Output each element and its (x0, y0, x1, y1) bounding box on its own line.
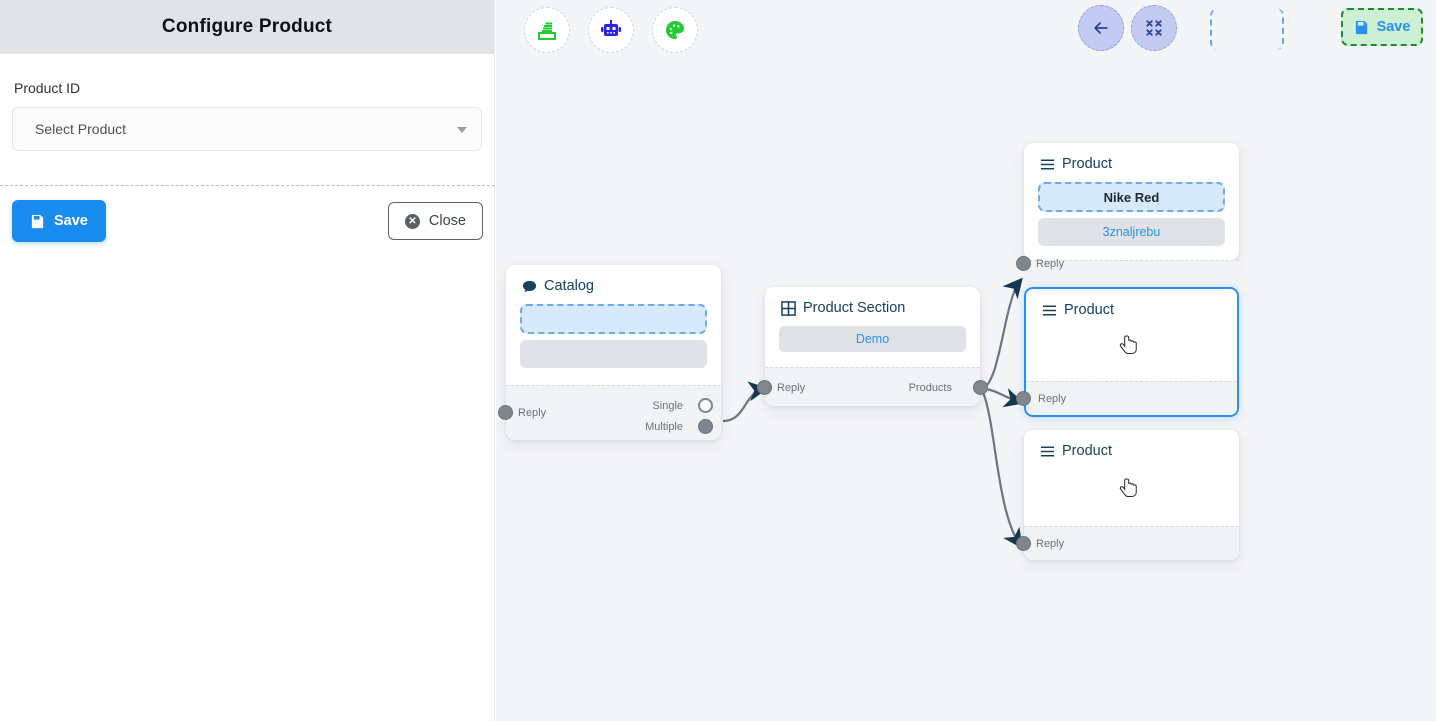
flow-canvas[interactable]: Save Catalog Reply Single Multiple (496, 0, 1436, 721)
canvas-save-button[interactable]: Save (1341, 8, 1423, 46)
panel-actions: Save ✕ Close (0, 200, 495, 242)
port-label-reply: Reply (1036, 538, 1065, 550)
node-product-section[interactable]: Product Section Demo Reply Products (757, 287, 988, 406)
robot-icon (601, 20, 621, 36)
node-product-1-footer: Reply (1016, 256, 1239, 288)
node-product-1-title: Product (1062, 156, 1112, 172)
save-button[interactable]: Save (12, 200, 106, 242)
panel-body: Product ID Select Product (0, 54, 494, 151)
chat-bubble-icon (522, 280, 537, 292)
port-label-reply: Reply (1038, 393, 1067, 405)
compress-icon (1146, 20, 1162, 36)
node-catalog[interactable]: Catalog Reply Single Multiple (498, 265, 721, 440)
node-product-3-header: Product (1024, 430, 1239, 463)
edge-section-to-product-2 (981, 386, 1025, 408)
stack-tool-button[interactable] (524, 7, 570, 53)
list-icon (1040, 159, 1055, 169)
product-id-select-value: Select Product (35, 121, 127, 137)
port-label-reply: Reply (777, 382, 806, 394)
section-demo-chip[interactable]: Demo (779, 326, 966, 352)
floppy-disk-icon (31, 214, 44, 228)
palette-icon (666, 20, 684, 39)
close-button[interactable]: ✕ Close (387, 202, 483, 240)
product-id-select[interactable]: Select Product (12, 107, 482, 151)
port-label-products: Products (908, 382, 952, 394)
port-products[interactable] (973, 380, 988, 395)
port-reply-section[interactable] (757, 380, 772, 395)
catalog-option-box[interactable] (520, 340, 707, 368)
node-product-3-title: Product (1062, 443, 1112, 459)
list-icon (1042, 305, 1057, 315)
port-single[interactable] (698, 398, 713, 413)
page-title: Configure Product (161, 16, 333, 37)
node-product-3[interactable]: Product Reply (1016, 430, 1239, 560)
canvas-save-label: Save (1376, 19, 1411, 35)
empty-toolbar-slot[interactable] (1210, 8, 1284, 50)
back-button[interactable] (1078, 5, 1124, 51)
catalog-message-box[interactable] (520, 304, 707, 334)
node-product-1-header: Product (1024, 143, 1239, 176)
node-product-section-header: Product Section (765, 287, 980, 320)
node-catalog-footer: Reply Single Multiple (498, 385, 721, 440)
port-label-reply: Reply (518, 407, 547, 419)
port-reply-product-3[interactable] (1016, 536, 1031, 551)
node-product-1-body: Nike Red 3znaljrebu (1024, 176, 1239, 260)
port-reply-product-2[interactable] (1016, 391, 1031, 406)
save-button-label: Save (54, 213, 88, 229)
node-product-2-body (1026, 322, 1237, 374)
product-1-option-chip[interactable]: 3znaljrebu (1038, 218, 1225, 246)
node-product-2-title: Product (1064, 302, 1114, 318)
close-button-label: Close (428, 213, 466, 229)
node-product-2-footer: Reply (1016, 381, 1237, 415)
node-product-3-body (1024, 463, 1239, 515)
grid-icon (781, 300, 796, 316)
node-catalog-body (506, 298, 721, 382)
port-reply-catalog[interactable] (498, 405, 513, 420)
circle-x-icon: ✕ (404, 213, 420, 229)
robot-tool-button[interactable] (588, 7, 634, 53)
product-id-label: Product ID (14, 80, 81, 96)
edge-section-to-product-3 (981, 389, 1023, 549)
panel-divider (0, 185, 495, 186)
node-catalog-header: Catalog (506, 265, 721, 298)
product-1-name-chip[interactable]: Nike Red (1038, 182, 1225, 212)
configure-product-panel: Configure Product Product ID Select Prod… (0, 0, 495, 721)
node-product-2[interactable]: Product Reply (1016, 287, 1239, 417)
node-product-1[interactable]: Product Nike Red 3znaljrebu Reply (1016, 143, 1239, 288)
node-product-2-header: Product (1026, 289, 1237, 322)
node-product-3-footer: Reply (1016, 526, 1239, 560)
edge-catalog-to-section (722, 381, 769, 423)
stack-icon (538, 22, 556, 40)
panel-header: Configure Product (0, 0, 494, 54)
port-reply-product-1[interactable] (1016, 256, 1031, 271)
node-product-section-footer: Reply Products (757, 367, 988, 406)
edge-section-to-product-1 (981, 277, 1023, 390)
port-label-multiple: Multiple (645, 421, 683, 433)
node-catalog-title: Catalog (544, 278, 594, 294)
list-icon (1040, 446, 1055, 456)
port-multiple[interactable] (698, 419, 713, 434)
port-label-reply: Reply (1036, 258, 1065, 270)
fit-screen-button[interactable] (1131, 5, 1177, 51)
arrow-left-icon (1094, 22, 1108, 34)
chevron-down-icon (457, 127, 467, 133)
port-label-single: Single (652, 400, 683, 412)
node-product-section-body: Demo (765, 320, 980, 366)
floppy-disk-icon (1355, 20, 1367, 34)
palette-tool-button[interactable] (652, 7, 698, 53)
node-product-section-title: Product Section (803, 300, 906, 316)
